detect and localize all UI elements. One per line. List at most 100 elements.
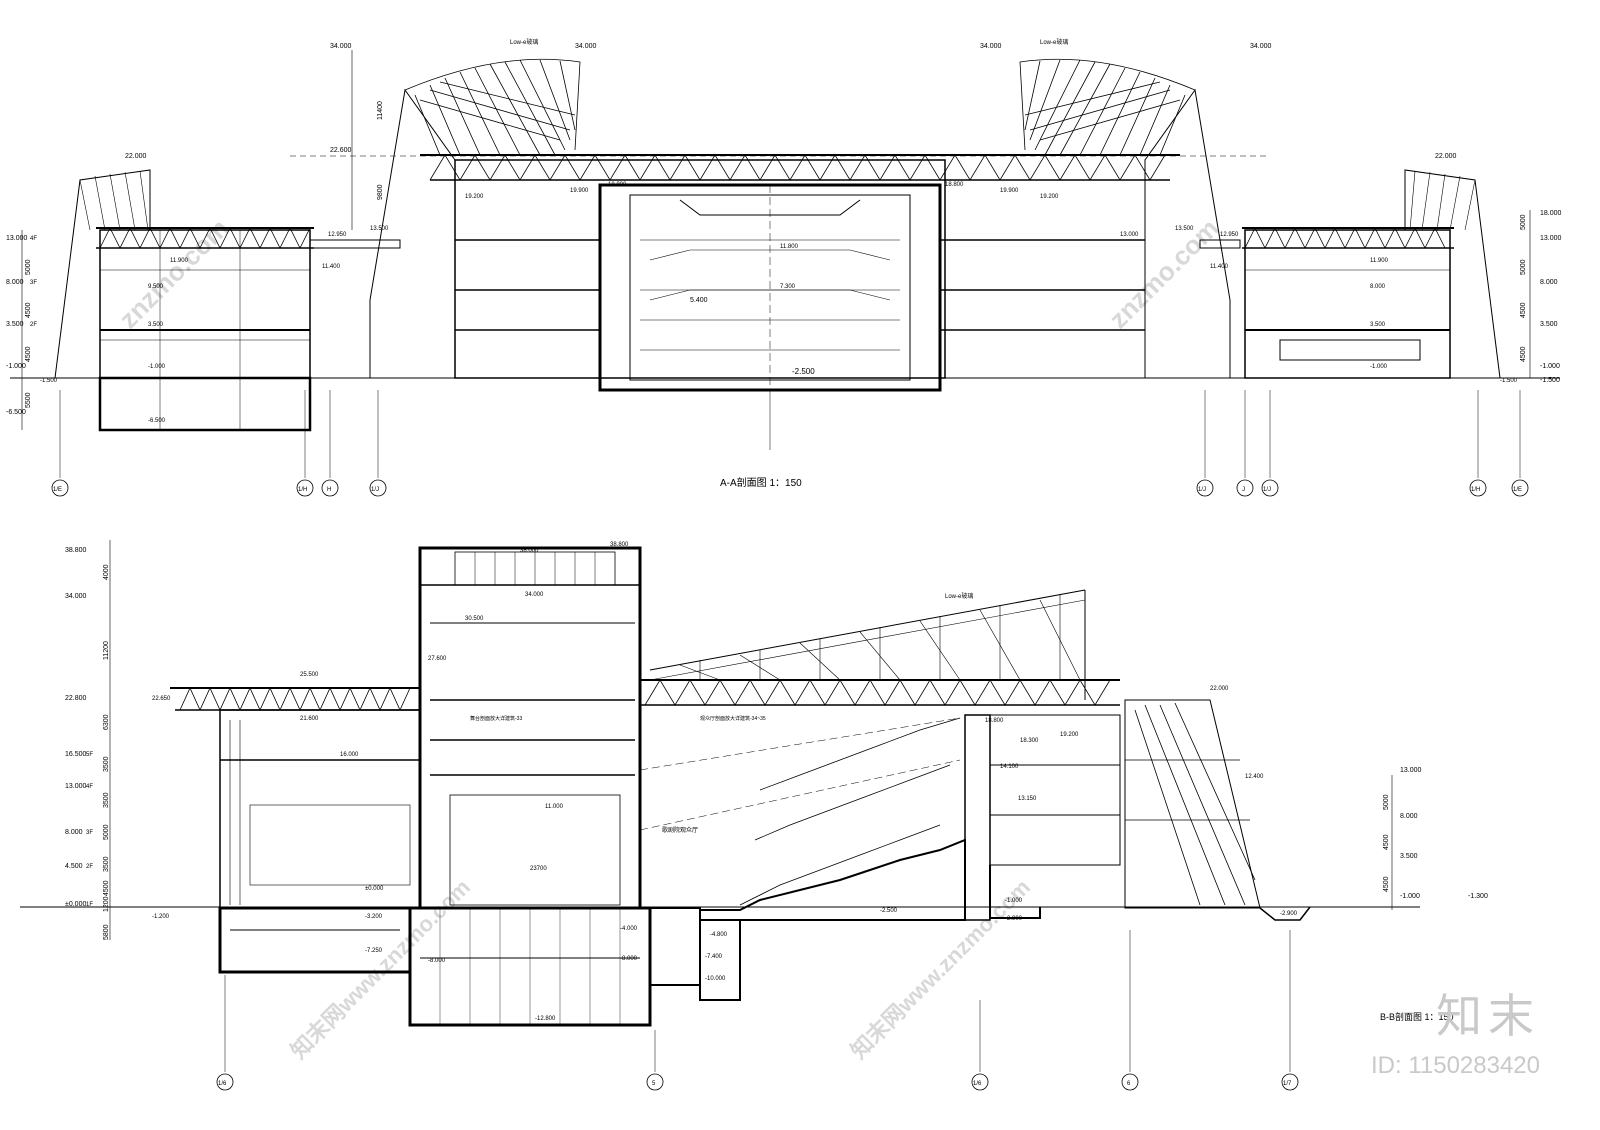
inner-level: 7.300	[780, 284, 796, 290]
floor-mark: 3F	[86, 830, 93, 836]
inner-level: 18.300	[1020, 738, 1039, 744]
grid-axis-label: 1/6	[973, 1081, 982, 1087]
grid-axis-label: 1/E	[1513, 487, 1522, 493]
dimension: 4500	[25, 302, 32, 318]
dimension: 5000	[1520, 214, 1527, 230]
section-title: A-A剖面图 1：150	[720, 476, 802, 489]
grid-axis-label: 1/J	[371, 487, 379, 493]
dimension: 5500	[25, 392, 32, 408]
backstage-block	[170, 687, 421, 974]
inner-level: 11.900	[170, 258, 189, 264]
inner-level: -2.900	[1280, 911, 1298, 917]
level-mark: 4.500	[65, 863, 83, 870]
drawing-note: 观众厅剖面放大详建筑-34~35	[700, 715, 766, 722]
inner-level: 13.000	[1120, 232, 1139, 238]
dimension: 5000	[1383, 794, 1390, 810]
left-roof-fan	[404, 58, 581, 156]
inner-level: 27.600	[428, 656, 447, 662]
grid-axes-bb	[224, 930, 1291, 1072]
inner-level: -12.800	[535, 1016, 556, 1022]
level-mark: 34.000	[1250, 43, 1272, 50]
inner-level: 18.800	[985, 718, 1004, 724]
inner-level: -6.500	[148, 418, 166, 424]
dimension: 4000	[103, 564, 110, 580]
dimension: 4500	[1383, 876, 1390, 892]
inner-level: 21.600	[300, 716, 319, 722]
inner-level: -4.000	[620, 926, 638, 932]
right-end-fin	[1124, 699, 1311, 921]
grid-axis-label: 5	[652, 1081, 656, 1087]
inner-level: 25.500	[300, 672, 319, 678]
inner-level: -1.000	[1370, 364, 1388, 370]
right-connector	[1199, 239, 1241, 249]
dimension: 5000	[1520, 259, 1527, 275]
inner-level: 18.800	[608, 182, 627, 188]
aa-labels: A-A剖面图 1：150 13.000 8.000 3.500 -1.000 -…	[6, 38, 1562, 493]
level-mark: 3.500	[6, 321, 24, 328]
inner-level: 13.500	[370, 226, 389, 232]
inner-level: 16.000	[340, 752, 359, 758]
inner-level: -1.000	[148, 364, 166, 370]
grid-axis-label: H	[327, 487, 331, 493]
grid-axis-label: J	[1242, 487, 1245, 493]
inner-level: 13.500	[1175, 226, 1194, 232]
level-mark: 34.000	[980, 43, 1002, 50]
section-title: B-B剖面图 1：150	[1380, 1011, 1454, 1022]
dimension: 1200	[103, 896, 110, 912]
level-mark: 13.000	[6, 235, 28, 242]
inner-level: 3.500	[148, 322, 164, 328]
inner-level: 12.950	[1220, 232, 1239, 238]
inner-level: -8.000	[620, 956, 638, 962]
dimension: 3500	[103, 792, 110, 808]
inner-level: -2.900	[1005, 916, 1023, 922]
grid-axis-label: 1/6	[218, 1081, 227, 1087]
dimension: 3500	[103, 856, 110, 872]
inner-level: -4.800	[710, 932, 728, 938]
inner-level: 9.500	[148, 284, 164, 290]
inner-level: 11.900	[1370, 258, 1389, 264]
inner-level: 13.150	[1018, 796, 1037, 802]
auditorium	[639, 679, 1121, 1001]
inner-level: -3.200	[365, 914, 383, 920]
dimension: 5000	[25, 259, 32, 275]
inner-level: -2.500	[880, 908, 898, 914]
grid-axis-label: 1/J	[1263, 487, 1271, 493]
drawing-note: 歌剧院观众厅	[662, 826, 698, 834]
left-connector	[309, 239, 401, 249]
level-mark: -1.200	[152, 914, 170, 920]
section-bb	[20, 540, 1420, 1091]
sloped-glass-roof	[649, 589, 1086, 700]
bb-labels: B-B剖面图 1：150 38.800 34.000 22.800 16.500…	[65, 542, 1488, 1087]
level-mark: 34.000	[330, 43, 352, 50]
dimension: 6300	[103, 714, 110, 730]
inner-level: 11.000	[545, 804, 564, 810]
inner-level: 3.500	[1370, 322, 1386, 328]
level-mark: 8.000	[6, 279, 24, 286]
brand-logo: 知末	[1436, 989, 1540, 1043]
floor-mark: 2F	[30, 322, 37, 328]
dimension: 3500	[103, 756, 110, 772]
floor-mark: 5F	[86, 752, 93, 758]
level-mark: -1.500	[1540, 377, 1560, 384]
section-aa	[10, 50, 1560, 497]
level-mark: 22.000	[125, 153, 147, 160]
watermark-layer: znzmo.com 知末网www.znzmo.com znzmo.com 知末网…	[113, 213, 1224, 1064]
level-mark: 34.000	[575, 43, 597, 50]
inner-level: 12.400	[1245, 774, 1264, 780]
level-mark: -6.500	[6, 409, 26, 416]
brand-stamp: 知末 ID: 1150283420	[1371, 980, 1540, 1080]
level-mark: 22.600	[330, 147, 352, 154]
inner-level: -1.000	[1005, 898, 1023, 904]
inner-level: 11.400	[322, 264, 341, 270]
dimension: 4500	[1520, 346, 1527, 362]
inner-level: 11.800	[780, 244, 799, 250]
grid-axis-label: 1/H	[298, 487, 307, 493]
level-mark: 3.500	[1400, 853, 1418, 860]
inner-level: 19.200	[465, 194, 484, 200]
grid-axis-label: 1/H	[1471, 487, 1480, 493]
inner-level: -2.500	[792, 367, 815, 376]
dimension: 4500	[1520, 302, 1527, 318]
level-mark: 8.000	[1540, 279, 1558, 286]
floor-mark: 3F	[30, 280, 37, 286]
